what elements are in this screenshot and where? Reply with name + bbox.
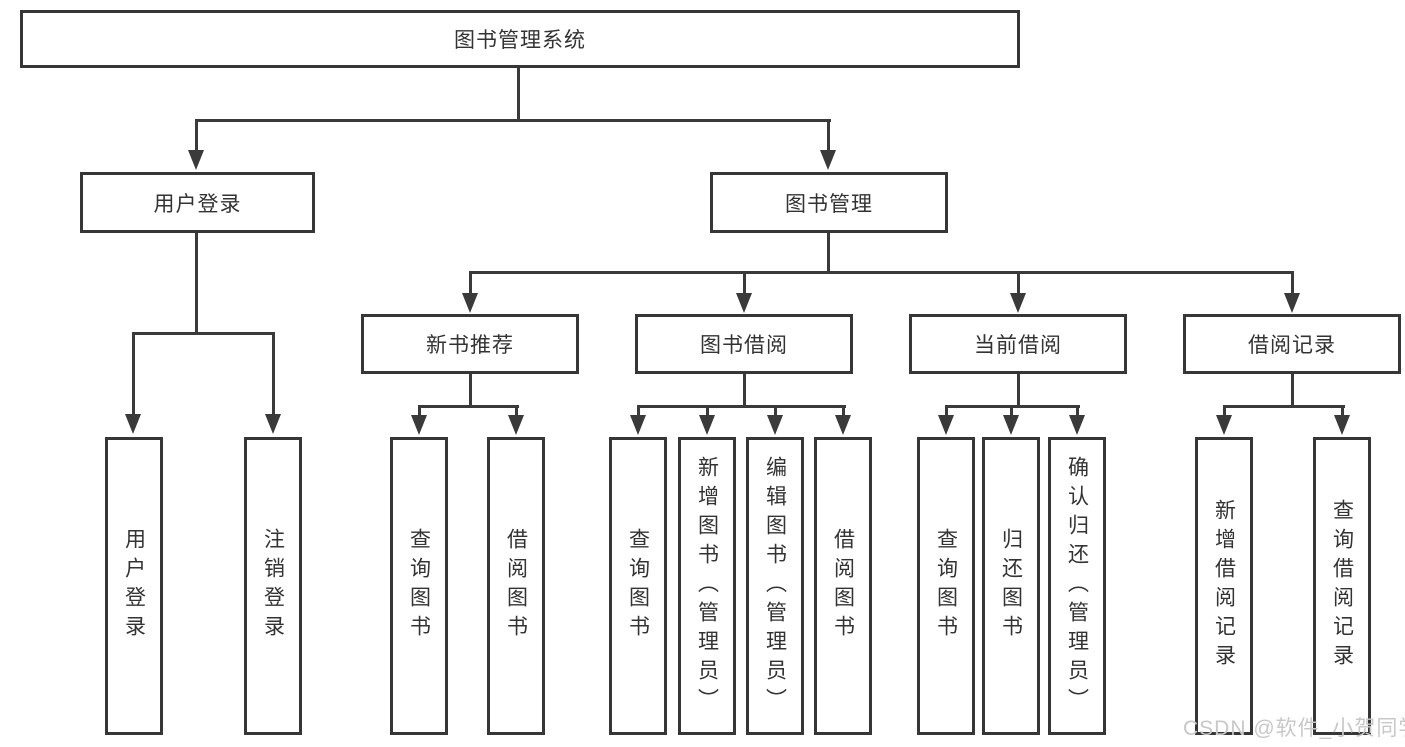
connector-stem-current-borrow [1017, 271, 1020, 297]
node-br-add-label: 新增借阅记录 [1212, 499, 1236, 673]
node-br-add: 新增借阅记录 [1195, 437, 1253, 735]
connector-level3-branch [469, 271, 1294, 274]
connector-userlogin-branch [132, 332, 275, 335]
node-nb-borrow: 借阅图书 [487, 437, 545, 735]
node-book-mgmt: 图书管理 [710, 172, 948, 233]
arrowhead-book-mgmt [820, 150, 836, 170]
arrowhead-bb-borrow [835, 415, 851, 435]
node-book-borrow: 图书借阅 [635, 314, 853, 374]
node-library-system-label: 图书管理系统 [454, 29, 586, 52]
node-bb-edit: 编辑图书（管理员） [746, 437, 804, 735]
node-bb-borrow: 借阅图书 [814, 437, 872, 735]
node-bb-add-label: 新增图书（管理员） [695, 455, 719, 717]
node-cb-query: 查询图书 [917, 437, 975, 735]
arrowhead-bb-add [699, 415, 715, 435]
arrowhead-bb-edit [767, 415, 783, 435]
connector-nbr-branch [418, 405, 519, 408]
node-book-mgmt-label: 图书管理 [785, 192, 873, 216]
connector-stem-nb-borrow [515, 405, 518, 421]
connector-root-trunk [517, 68, 520, 121]
node-cb-confirm: 确认归还（管理员） [1048, 437, 1106, 735]
node-bb-query: 查询图书 [609, 437, 667, 735]
connector-stem-bb-add [706, 405, 709, 421]
watermark: CSDN @软件_小贺同学 [1183, 717, 1405, 740]
node-user-login: 用户登录 [80, 172, 315, 233]
connector-stem-cb-query [945, 405, 948, 421]
node-br-query-label: 查询借阅记录 [1330, 499, 1354, 673]
connector-userlogin-trunk [195, 233, 198, 334]
node-new-book-rec-label: 新书推荐 [426, 334, 514, 357]
node-current-borrow: 当前借阅 [909, 314, 1127, 374]
connector-stem-bb-query [637, 405, 640, 421]
node-current-borrow-label: 当前借阅 [974, 334, 1062, 357]
node-borrow-records-label: 借阅记录 [1248, 334, 1336, 357]
connector-stem-book-borrow [743, 271, 746, 297]
connector-stem-logout [272, 332, 275, 417]
connector-bb-trunk [743, 374, 746, 407]
node-login-label: 用户登录 [122, 528, 146, 644]
arrowhead-nb-query [411, 415, 427, 435]
connector-stem-book-mgmt [827, 119, 830, 153]
connector-br-branch [1223, 405, 1345, 408]
node-bb-borrow-label: 借阅图书 [831, 528, 855, 644]
arrowhead-nb-borrow [508, 415, 524, 435]
node-bb-add: 新增图书（管理员） [678, 437, 736, 735]
connector-stem-br-query [1341, 405, 1344, 421]
node-cb-query-label: 查询图书 [934, 528, 958, 644]
node-nb-query-label: 查询图书 [407, 528, 431, 644]
connector-stem-borrow-records [1291, 271, 1294, 297]
arrowhead-cb-confirm [1069, 415, 1085, 435]
node-cb-return: 归还图书 [982, 437, 1040, 735]
node-cb-return-label: 归还图书 [999, 528, 1023, 644]
arrowhead-cb-return [1003, 415, 1019, 435]
node-new-book-rec: 新书推荐 [361, 314, 579, 374]
node-cb-confirm-label: 确认归还（管理员） [1065, 455, 1089, 717]
connector-stem-bb-borrow [842, 405, 845, 421]
node-user-login-label: 用户登录 [153, 192, 242, 216]
node-br-query: 查询借阅记录 [1313, 437, 1371, 735]
node-login: 用户登录 [105, 437, 163, 735]
arrowhead-user-login [188, 150, 204, 170]
connector-cb-trunk [1017, 374, 1020, 407]
connector-stem-login [132, 332, 135, 417]
connector-level2-branch [195, 119, 831, 122]
arrowhead-bb-query [630, 415, 646, 435]
arrowhead-br-query [1334, 415, 1350, 435]
connector-stem-user-login [195, 119, 198, 153]
arrowhead-book-borrow [736, 293, 752, 313]
node-library-system: 图书管理系统 [20, 10, 1020, 68]
node-nb-query: 查询图书 [390, 437, 448, 735]
arrowhead-logout [265, 414, 281, 434]
connector-stem-cb-confirm [1076, 405, 1079, 421]
arrowhead-cb-query [938, 415, 954, 435]
connector-bookmgmt-trunk [827, 233, 830, 273]
connector-stem-nb-query [418, 405, 421, 421]
node-logout: 注销登录 [244, 437, 302, 735]
connector-stem-bb-edit [774, 405, 777, 421]
connector-stem-cb-return [1010, 405, 1013, 421]
node-bb-edit-label: 编辑图书（管理员） [763, 455, 787, 717]
node-book-borrow-label: 图书借阅 [700, 334, 788, 357]
arrowhead-new-book-rec [462, 293, 478, 313]
node-bb-query-label: 查询图书 [626, 528, 650, 644]
node-borrow-records: 借阅记录 [1183, 314, 1401, 374]
node-nb-borrow-label: 借阅图书 [504, 528, 528, 644]
connector-stem-new-book-rec [469, 271, 472, 297]
arrowhead-borrow-records [1284, 293, 1300, 313]
connector-stem-br-add [1223, 405, 1226, 421]
connector-br-trunk [1291, 374, 1294, 407]
connector-bb-branch [637, 405, 846, 408]
arrowhead-login [125, 414, 141, 434]
arrowhead-current-borrow [1010, 293, 1026, 313]
connector-nbr-trunk [469, 374, 472, 407]
arrowhead-br-add [1216, 415, 1232, 435]
node-logout-label: 注销登录 [261, 528, 285, 644]
